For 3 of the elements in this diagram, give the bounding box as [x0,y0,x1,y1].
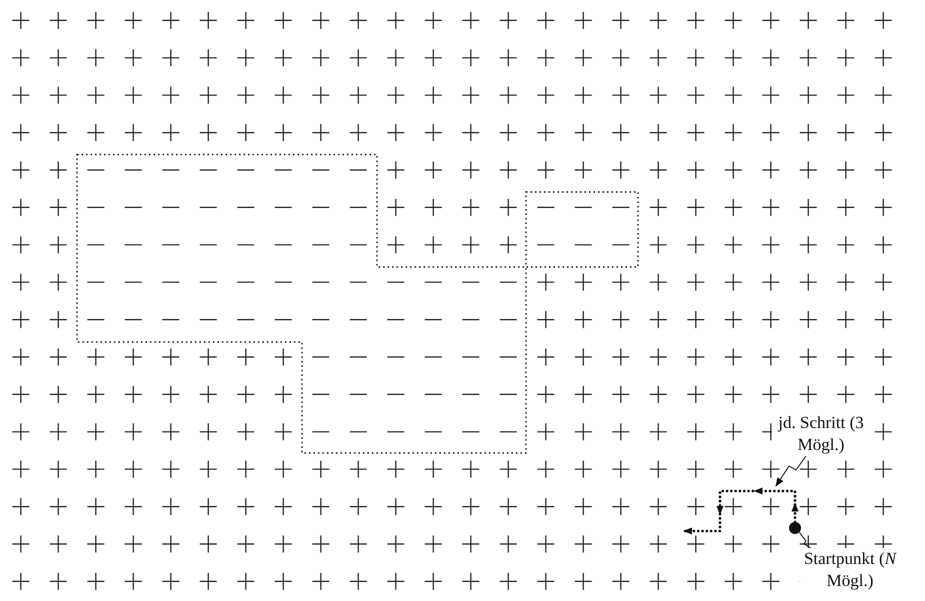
annotation-text: Startpunkt (N Mögl.) [800,548,900,592]
start-dot [789,522,801,534]
leader-line [776,456,806,487]
